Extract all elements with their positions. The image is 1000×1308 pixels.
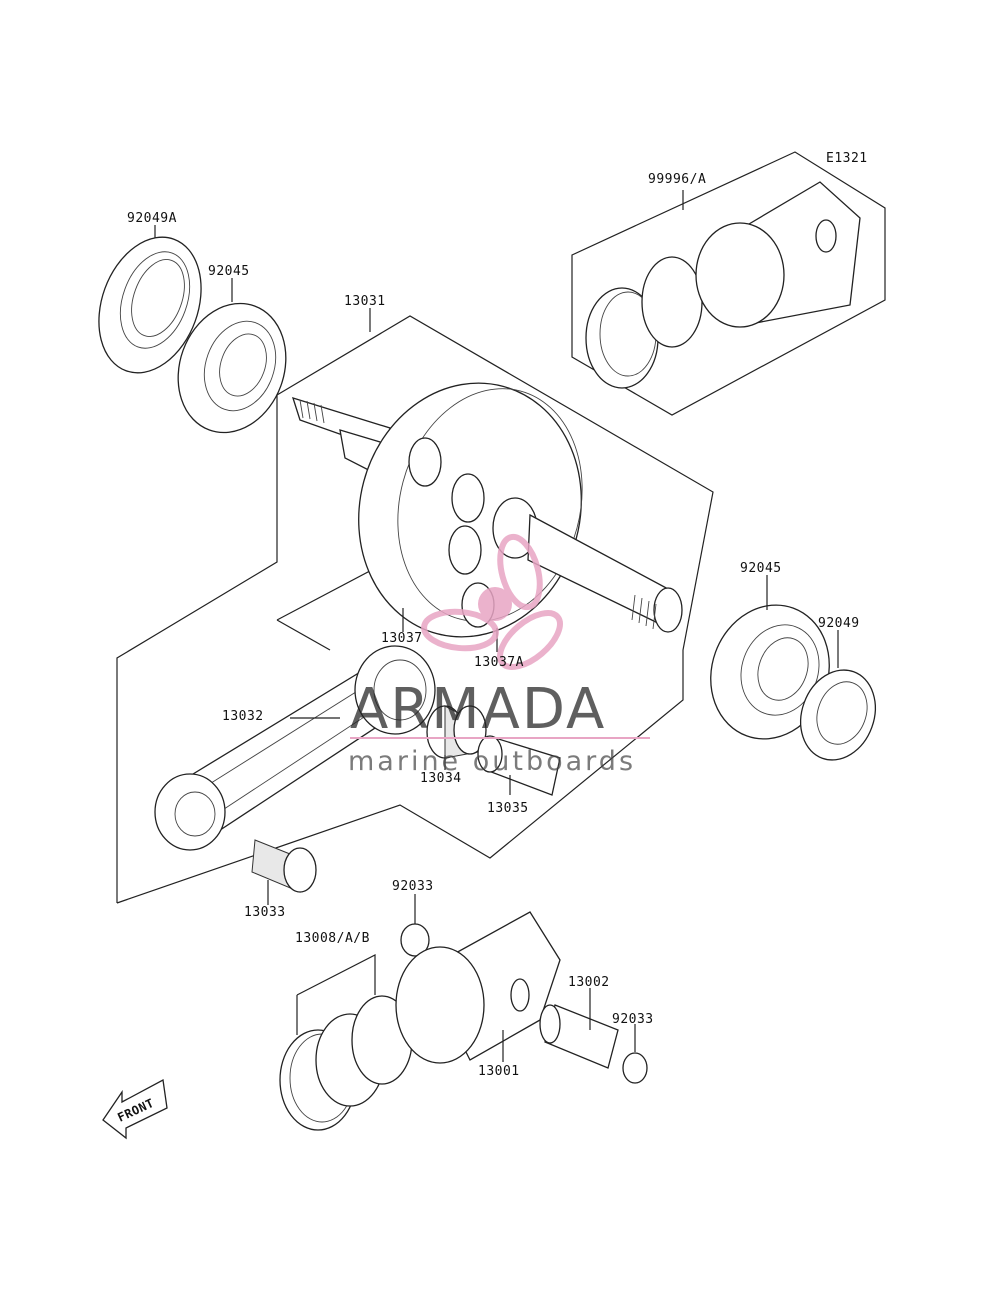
label-13034: 13034: [420, 771, 462, 786]
needle-bearing-13033[interactable]: [251, 839, 317, 893]
piston-kit-99996a[interactable]: [585, 181, 861, 389]
leader-lines: [154, 190, 839, 1062]
connecting-rod-13032[interactable]: [154, 645, 436, 851]
label-13002: 13002: [568, 975, 610, 990]
label-92045-left: 92045: [208, 264, 250, 279]
label-92049a: 92049A: [127, 211, 177, 226]
circlip-92033-right[interactable]: [622, 1052, 648, 1084]
label-13037: 13037: [381, 631, 423, 646]
bearing-92045-right[interactable]: [692, 588, 848, 755]
bearing-92045-left[interactable]: [161, 288, 304, 448]
watermark-subtitle: marine outboards: [348, 746, 636, 777]
front-arrow: FRONT: [102, 1078, 168, 1140]
oil-seal-92049[interactable]: [788, 659, 887, 770]
label-13033: 13033: [244, 905, 286, 920]
crank-pin-13035[interactable]: [477, 735, 561, 796]
label-13037a: 13037A: [474, 655, 524, 670]
label-92049: 92049: [818, 616, 860, 631]
label-99996a: 99996/A: [648, 172, 706, 187]
piston-kit-frame: [571, 151, 886, 416]
label-13032: 13032: [222, 709, 264, 724]
label-13035: 13035: [487, 801, 529, 816]
diagram-code: E1321: [826, 151, 868, 166]
piston-rings-13008[interactable]: [279, 995, 413, 1131]
armada-watermark: ARMADA marine outboards: [348, 533, 650, 777]
oil-seal-92049a[interactable]: [81, 223, 219, 387]
label-92045-right: 92045: [740, 561, 782, 576]
label-92033-top: 92033: [392, 879, 434, 894]
label-13001: 13001: [478, 1064, 520, 1079]
label-92033-right: 92033: [612, 1012, 654, 1027]
crankshaft-group-frame: [116, 315, 714, 904]
ring-set-frame: [296, 954, 376, 1035]
part-labels: E1321 99996/A 92049A 92045 13031 92045 9…: [127, 151, 868, 1079]
propeller-logo: [421, 533, 563, 670]
piston-pin-13002[interactable]: [539, 1004, 619, 1069]
label-13008: 13008/A/B: [295, 931, 370, 946]
label-13031: 13031: [344, 294, 386, 309]
watermark-title: ARMADA: [350, 677, 606, 742]
piston-13001[interactable]: [395, 911, 561, 1064]
needle-bearing-13034[interactable]: [426, 705, 487, 759]
